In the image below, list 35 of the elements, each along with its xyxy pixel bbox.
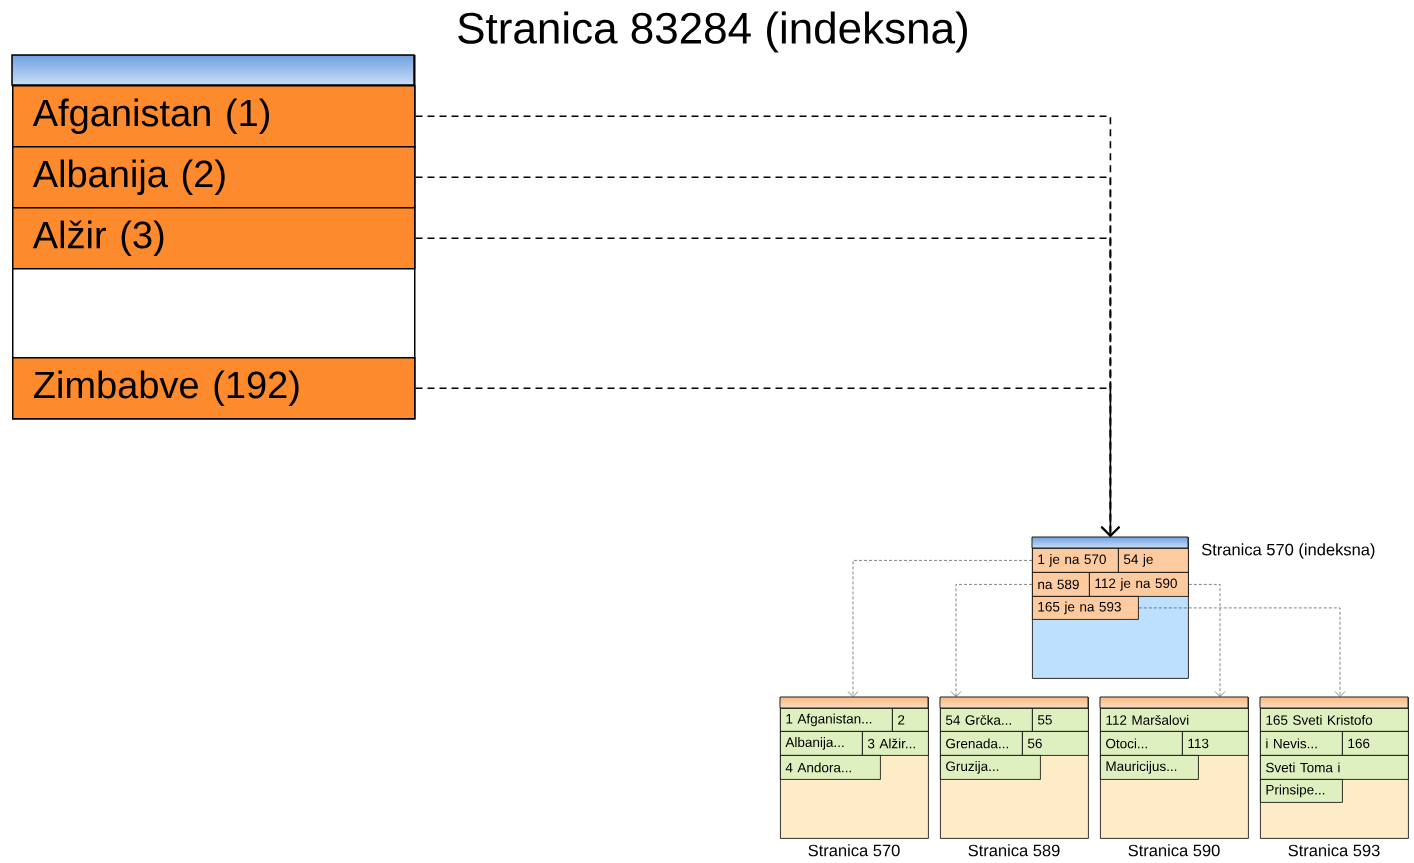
page-caption: Stranica 590 xyxy=(1128,844,1220,857)
page-caption: Stranica 589 xyxy=(968,844,1060,857)
page-caption: Stranica 570 (indeksna) xyxy=(1201,543,1375,559)
table-cell: 1 je na 570 xyxy=(1032,548,1119,573)
table-cell: na 589 xyxy=(1032,572,1090,597)
arrow xyxy=(1138,607,1346,697)
table-cell: 165 je na 593 xyxy=(1032,596,1139,620)
title: Stranica 83284 (indeksna) xyxy=(458,11,967,53)
table-row: Afganistan (1) xyxy=(12,85,416,148)
table-cell: 113 xyxy=(1182,731,1249,756)
table-cell: 166 xyxy=(1342,731,1409,756)
table-cell: 54 je xyxy=(1118,548,1189,573)
page-caption: Stranica 593 xyxy=(1288,844,1380,857)
arrow xyxy=(414,387,1121,537)
page-caption: Stranica 570 xyxy=(808,844,900,857)
table-cell: 55 xyxy=(1032,708,1089,732)
table-cell: Grenada... xyxy=(940,731,1023,756)
table-cell: 2 xyxy=(892,708,929,732)
table-cell: 56 xyxy=(1022,731,1089,756)
table-cell: Otoci... xyxy=(1100,731,1183,756)
table-cell: Mauricijus... xyxy=(1100,755,1199,780)
table-cell: Prinsipe... xyxy=(1260,779,1343,803)
table-row: Zimbabve (192) xyxy=(12,357,416,420)
arrow xyxy=(847,560,1033,697)
arrow xyxy=(950,584,1033,697)
table-row: Albanija (2) xyxy=(12,146,416,209)
table-cell: 3 Alžir... xyxy=(862,731,929,756)
table-cell: 54 Grčka... xyxy=(940,708,1033,732)
table-cell: Albanija... xyxy=(780,731,863,756)
table-cell: Gruzija... xyxy=(940,755,1041,780)
arrow xyxy=(1188,584,1226,697)
table-cell: 112 je na 590 xyxy=(1089,572,1189,597)
table-row: Alžir (3) xyxy=(12,207,416,270)
table-cell: 4 Andora... xyxy=(780,755,881,780)
table-cell: i Nevis... xyxy=(1260,731,1343,756)
